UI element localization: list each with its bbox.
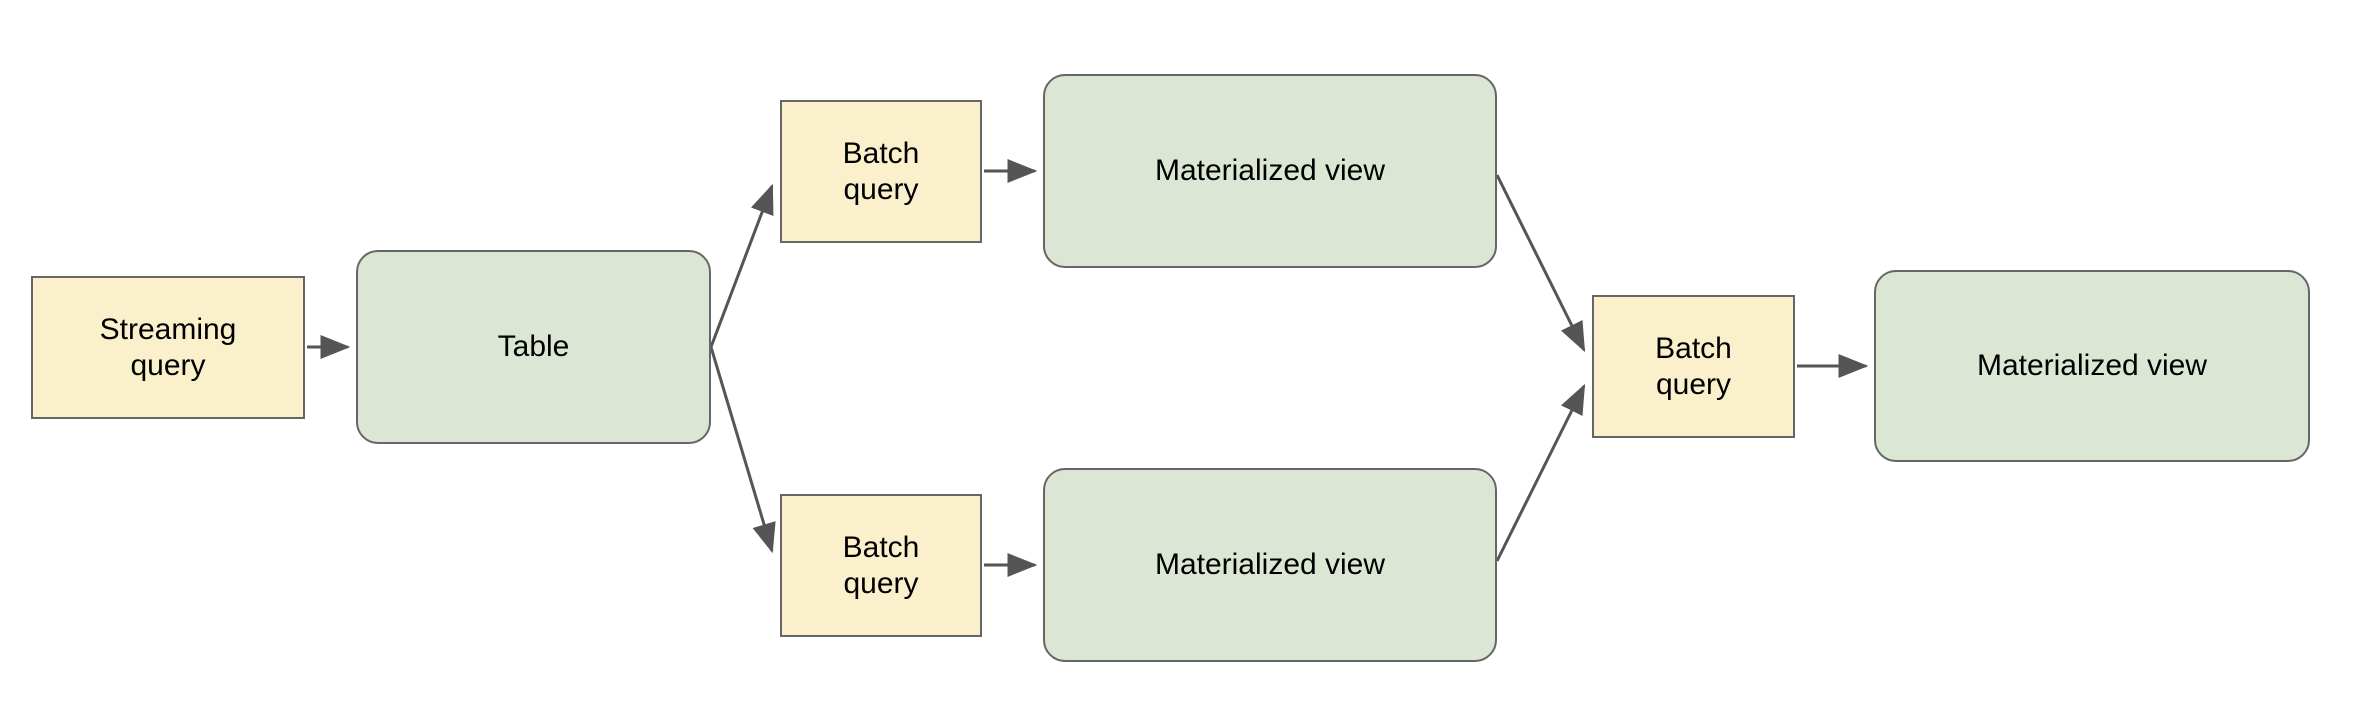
node-label-batch-query-join: Batch query — [1655, 332, 1732, 401]
node-label-batch-query-top: Batch query — [842, 137, 920, 206]
edge-table-to-batch-bottom — [709, 346, 776, 554]
edge-mv-bottom-to-batch-join — [1495, 383, 1586, 562]
edge-table-to-batch-top — [709, 183, 774, 348]
node-label-materialized-view-final: Materialized view — [1976, 349, 2208, 383]
node-streaming-query[interactable]: Streaming query — [31, 276, 305, 419]
node-materialized-view-final[interactable]: Materialized view — [1874, 270, 2310, 462]
node-label-materialized-view-bottom: Materialized view — [1154, 548, 1386, 582]
node-batch-query-top[interactable]: Batch query — [780, 100, 982, 243]
edge-mv-top-to-batch-join — [1495, 174, 1586, 353]
node-label-streaming-query: Streaming query — [99, 313, 237, 382]
node-table[interactable]: Table — [356, 250, 711, 444]
node-batch-query-join[interactable]: Batch query — [1592, 295, 1795, 438]
node-batch-query-bottom[interactable]: Batch query — [780, 494, 982, 637]
node-label-batch-query-bottom: Batch query — [842, 531, 920, 600]
node-label-materialized-view-top: Materialized view — [1154, 154, 1386, 188]
node-label-table: Table — [497, 330, 570, 364]
node-materialized-view-bottom[interactable]: Materialized view — [1043, 468, 1497, 662]
node-materialized-view-top[interactable]: Materialized view — [1043, 74, 1497, 268]
